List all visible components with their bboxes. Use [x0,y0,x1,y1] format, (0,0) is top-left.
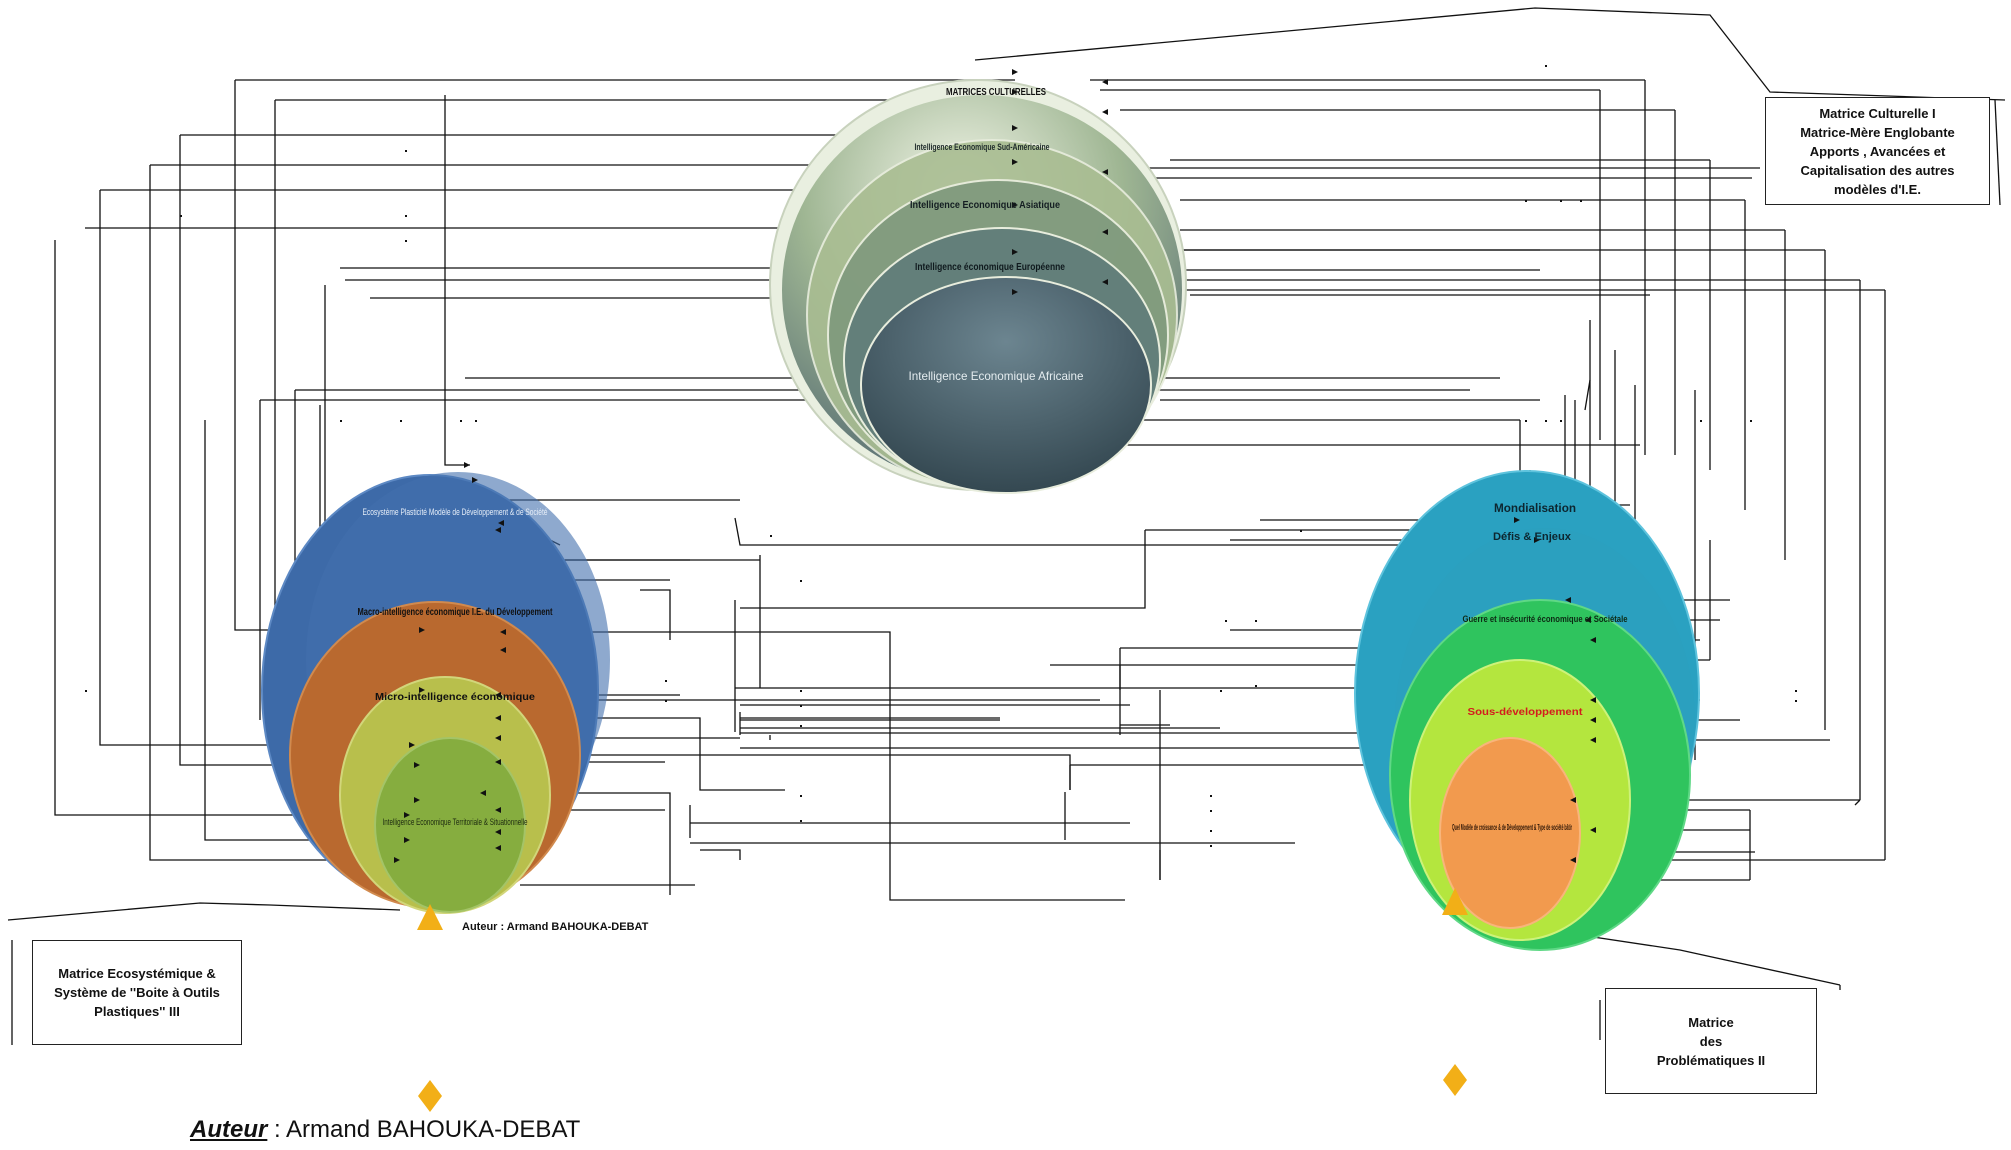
culture-level-2-label: Intelligence Economique Sud-Américaine [915,142,1050,152]
culture-level-3-label: Intelligence Economique Asiatique [910,200,1060,211]
culture-box-line-4: Capitalisation des autres [1800,162,1955,178]
eco-level-2-label: Macro-intelligence économique I.E. du Dé… [358,607,553,618]
culture-sphere [769,79,1187,494]
culture-level-4-label: Intelligence économique Européenne [915,262,1065,273]
culture-box-line-3: Apports , Avancées et [1809,143,1946,159]
eco-box-line-3: Plastiques'' III [94,1004,180,1019]
problem-level-5-label: Quel Modèle de croissance & de Développe… [1452,823,1572,832]
eco-matrix-box: Matrice Ecosystémique & Système de ''Boi… [32,940,242,1045]
author-credit-footer: Auteur : Armand BAHOUKA-DEBAT [190,1116,580,1144]
culture-box-line-1: Matrice Culturelle I [1819,105,1936,121]
author-footer-separator: : [267,1116,287,1143]
problem-level-1-label: Mondialisation [1494,501,1576,515]
eco-sphere [261,472,610,914]
eco-box-line-1: Matrice Ecosystémique & [58,966,216,981]
culture-box-line-5: modèles d'I.E. [1834,181,1921,197]
culture-level-1-label: MATRICES CULTURELLES [946,87,1046,98]
author-footer-label: Auteur [190,1116,268,1143]
problem-level-4-label: Sous-développement [1468,707,1584,718]
eco-box-line-2: Système de ''Boite à Outils [54,985,220,1000]
arrow-to-problem-sphere [1442,888,1468,1096]
eco-level-4-label: Intelligence Economique Territoriale & S… [383,817,528,827]
problem-sphere [1354,470,1700,951]
author-credit-small: Auteur : Armand BAHOUKA-DEBAT [462,921,649,933]
problems-matrix-box: Matrice des Problématiques II [1605,988,1817,1094]
culture-matrix-box: Matrice Culturelle I Matrice-Mère Englob… [1765,97,1990,205]
culture-box-line-2: Matrice-Mère Englobante [1800,124,1955,140]
problem-level-2-label: Défis & Enjeux [1493,531,1572,543]
problems-box-line-2: des [1699,1033,1723,1049]
problem-level-3-label: Guerre et insécurité économique et Socié… [1463,614,1628,624]
connector-arrowheads [394,69,1596,863]
culture-level-5-label: Intelligence Economique Africaine [909,369,1084,383]
eco-level-3-label: Micro-intelligence économique [375,692,535,703]
arrow-to-eco-sphere [417,904,443,1112]
eco-level-1-label: Ecosystème Plasticité Modèle de Développ… [363,507,548,517]
problems-box-line-3: Problématiques II [1656,1052,1766,1068]
connector-ticks [85,65,1797,847]
problems-box-line-1: Matrice [1688,1014,1734,1030]
author-footer-name: Armand BAHOUKA-DEBAT [286,1116,581,1143]
